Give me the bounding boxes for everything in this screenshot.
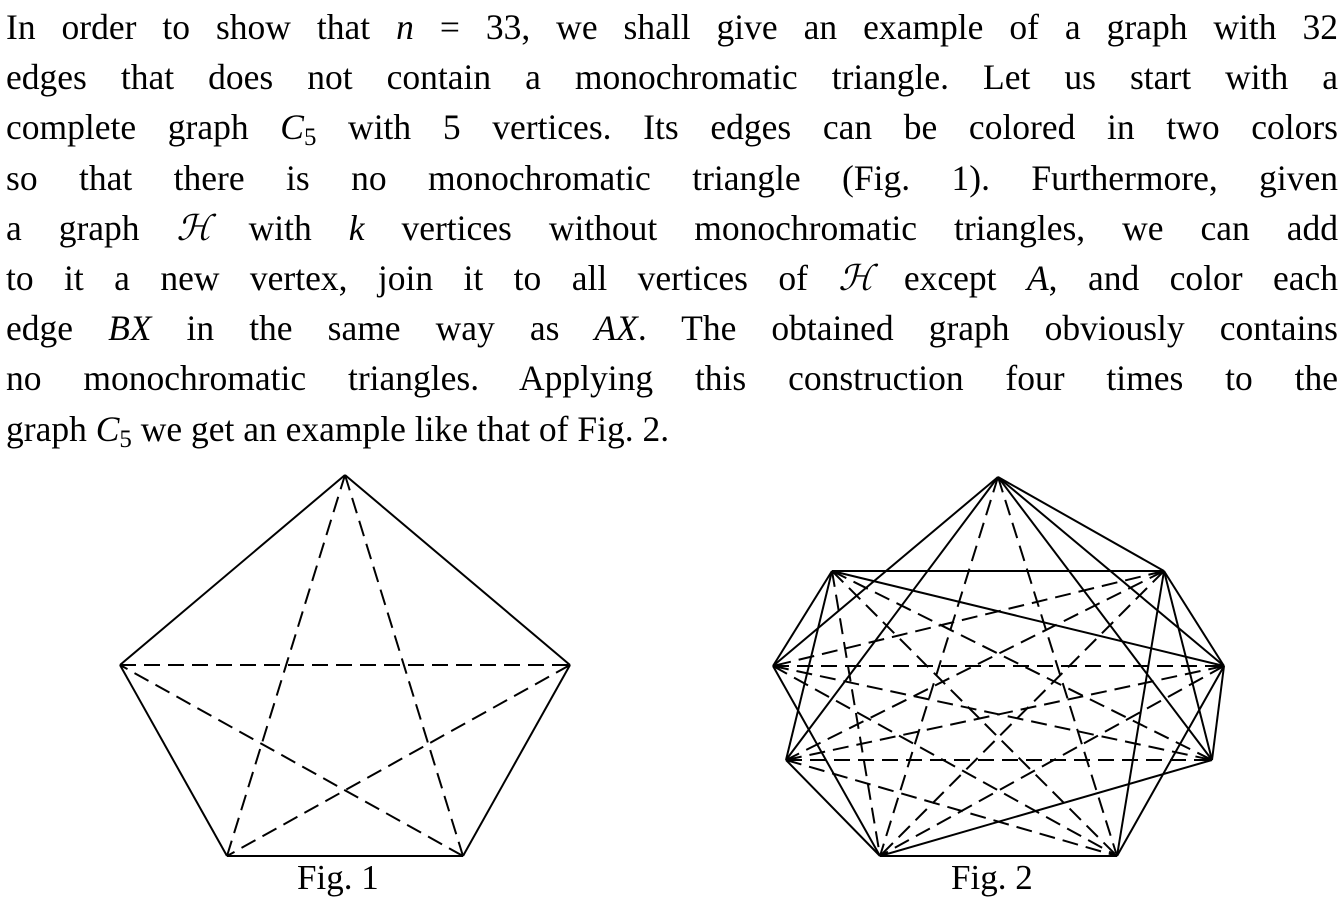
text-line: graph C5 we get an example like that of …: [6, 404, 1338, 454]
subscript: 5: [119, 425, 132, 453]
text-line: no monochromatic triangles. Applying thi…: [6, 353, 1338, 403]
dashed-edge: [119, 664, 464, 857]
text-segment: graph: [6, 408, 96, 449]
solid-edge: [1163, 570, 1225, 667]
dashed-edge: [831, 570, 881, 857]
text-segment: to it a new vertex, join it to all verti…: [6, 257, 839, 298]
solid-edge: [119, 664, 228, 857]
solid-edge: [785, 476, 999, 761]
text-segment: a graph: [6, 207, 177, 248]
text-line: In order to show that n = 33, we shall g…: [6, 2, 1338, 52]
dashed-edge: [831, 570, 1118, 857]
math-symbol: k: [348, 207, 365, 248]
text-segment: complete graph: [6, 107, 281, 148]
text-line: edges that does not contain a monochroma…: [6, 52, 1338, 102]
dashed-edge: [772, 665, 1213, 761]
dashed-edge: [772, 570, 1165, 667]
dashed-edge: [785, 665, 1225, 761]
solid-edge: [1116, 570, 1165, 857]
text-line: a graph ℋ with k vertices without monoch…: [6, 203, 1338, 253]
solid-edge: [997, 476, 1213, 761]
text-segment: edge: [6, 308, 109, 349]
solid-edge: [831, 570, 1225, 667]
text-segment: edges that does not contain a monochroma…: [6, 57, 1338, 98]
text-line: edge BX in the same way as AX. The obtai…: [6, 303, 1338, 353]
body-paragraph: In order to show that n = 33, we shall g…: [6, 2, 1338, 454]
math-symbol: ℋ: [838, 257, 874, 298]
dashed-edge: [785, 759, 1118, 857]
dashed-edge: [226, 474, 346, 857]
solid-edge: [344, 474, 571, 666]
solid-edge: [1211, 665, 1225, 761]
math-symbol: ℋ: [176, 207, 212, 248]
text-segment: . The obtained graph obviously contains: [637, 308, 1338, 349]
text-line: to it a new vertex, join it to all verti…: [6, 253, 1338, 303]
math-symbol: C: [95, 408, 120, 449]
text-segment: In order to show that: [6, 7, 397, 47]
text-segment: we get an example like that of Fig. 2.: [131, 408, 670, 449]
solid-edge: [119, 474, 346, 666]
solid-edge: [462, 664, 571, 857]
math-symbol: n: [396, 7, 414, 47]
solid-edge: [772, 570, 833, 667]
text-segment: = 33, we shall give an example of a grap…: [413, 7, 1338, 47]
dashed-edge: [879, 570, 1165, 857]
text-segment: in the same way as: [151, 308, 595, 349]
solid-edge: [997, 476, 1165, 572]
text-segment: except: [873, 257, 1027, 298]
figure-2-caption: Fig. 2: [951, 858, 1033, 897]
text-line: complete graph C5 with 5 vertices. Its e…: [6, 102, 1338, 152]
text-segment: vertices without monochromatic triangles…: [364, 207, 1338, 248]
text-segment: with 5 vertices. Its edges can be colore…: [316, 107, 1339, 148]
dashed-edge: [997, 476, 1118, 857]
text-segment: with: [211, 207, 349, 248]
solid-edge: [785, 759, 881, 857]
math-symbol: AX: [594, 308, 638, 349]
dashed-edge: [226, 664, 571, 857]
math-symbol: BX: [108, 308, 152, 349]
subscript: 5: [303, 124, 317, 152]
dashed-edge: [344, 474, 464, 857]
solid-edge: [879, 759, 1213, 857]
figure-1-caption: Fig. 1: [297, 858, 379, 897]
text-line: so that there is no monochromatic triang…: [6, 153, 1338, 203]
solid-edge: [772, 665, 881, 857]
text-segment: , and color each: [1048, 257, 1338, 298]
math-symbol: C: [280, 107, 304, 148]
math-symbol: A: [1026, 257, 1049, 298]
text-segment: so that there is no monochromatic triang…: [6, 157, 1338, 198]
text-segment: no monochromatic triangles. Applying thi…: [6, 358, 1338, 399]
dashed-edge: [879, 476, 999, 857]
